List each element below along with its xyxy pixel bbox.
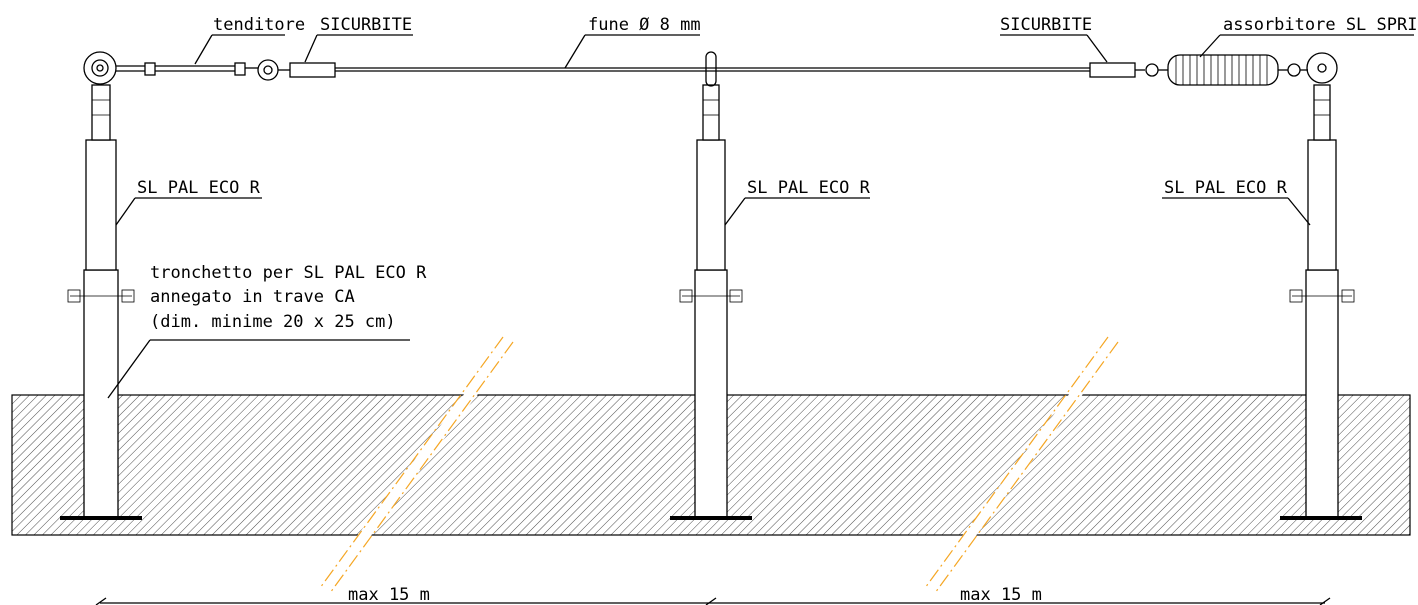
label-span-right: max 15 m [960, 585, 1042, 605]
sicurbite-right-clamp [1089, 62, 1159, 78]
post-left [60, 51, 142, 520]
post-mid [670, 51, 752, 520]
label-sicurbite-right: SICURBITE [1000, 15, 1092, 35]
label-tronchetto-3: (dim. minime 20 x 25 cm) [150, 312, 396, 332]
post-right [1280, 52, 1362, 520]
cable [335, 67, 1090, 72]
leader-lines [107, 34, 1414, 399]
label-fune: fune Ø 8 mm [588, 15, 701, 35]
label-pal-mid: SL PAL ECO R [747, 178, 871, 198]
spring-absorber [1158, 54, 1301, 86]
label-tenditore: tenditore [213, 15, 305, 35]
label-tronchetto-1: tronchetto per SL PAL ECO R [150, 263, 427, 283]
label-assorbitore: assorbitore SL SPRING [1223, 15, 1418, 35]
turnbuckle [116, 59, 290, 81]
label-pal-right: SL PAL ECO R [1164, 178, 1288, 198]
dimension-line [95, 597, 1331, 605]
label-sicurbite-left: SICURBITE [320, 15, 412, 35]
label-tronchetto-2: annegato in trave CA [150, 287, 355, 307]
label-span-left: max 15 m [348, 585, 430, 605]
sicurbite-left-clamp [289, 62, 336, 78]
break-line-left [319, 336, 515, 594]
label-pal-left: SL PAL ECO R [137, 178, 261, 198]
break-line-right [924, 336, 1120, 594]
